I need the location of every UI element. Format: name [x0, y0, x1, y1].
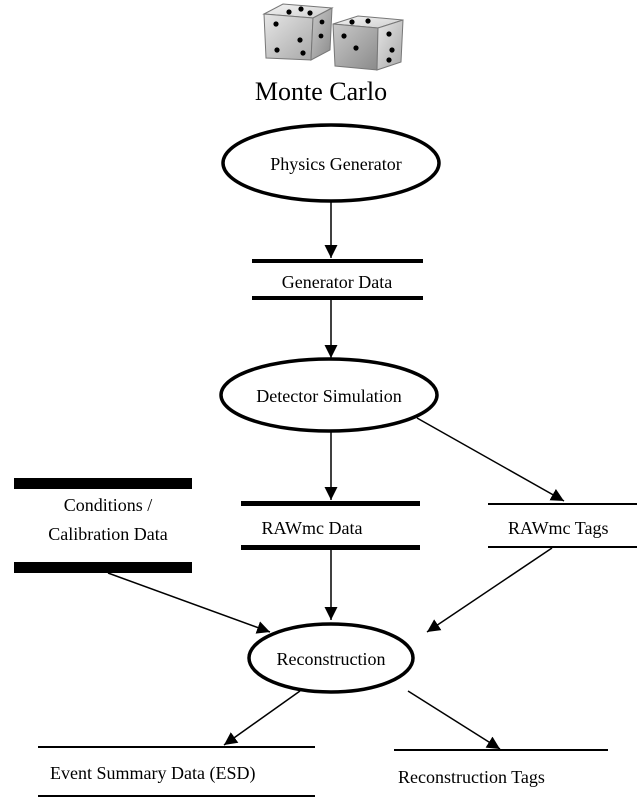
arrow-rawmc-tags-to-reconstruction: [426, 547, 553, 633]
esd-label: Event Summary Data (ESD): [50, 763, 255, 784]
rawmc-tags-label: RAWmc Tags: [508, 518, 608, 538]
arrow-conditions-to-reconstruction: [107, 572, 271, 634]
arrow-simulation-to-rawmc-tags: [416, 417, 565, 502]
detector-simulation-process: [219, 357, 439, 433]
generator-data-store: [252, 259, 423, 300]
reconstruction-label: Reconstruction: [277, 649, 386, 669]
diagram-title: Monte Carlo: [255, 77, 387, 106]
arrow-reconstruction-to-esd: [223, 690, 301, 746]
rawmc-tags-store: [488, 503, 637, 548]
arrow-reconstruction-to-reconstruction-tags: [407, 690, 501, 750]
esd-store: [38, 746, 315, 797]
conditions-label-line1: Conditions /: [64, 495, 153, 515]
reconstruction-tags-store: [394, 749, 608, 751]
left-die: [262, 3, 334, 61]
reconstruction-process: [247, 622, 415, 694]
detector-simulation-label: Detector Simulation: [256, 386, 401, 406]
conditions-label-line2: Calibration Data: [48, 524, 167, 544]
right-die: [332, 15, 404, 71]
generator-data-label: Generator Data: [282, 272, 392, 292]
conditions-calibration-store: [14, 478, 192, 573]
rawmc-data-label: RAWmc Data: [261, 518, 362, 538]
dice-icon: [262, 3, 404, 71]
reconstruction-tags-label: Reconstruction Tags: [398, 767, 545, 787]
physics-generator-label: Physics Generator: [270, 154, 401, 174]
rawmc-data-store: [241, 501, 420, 550]
